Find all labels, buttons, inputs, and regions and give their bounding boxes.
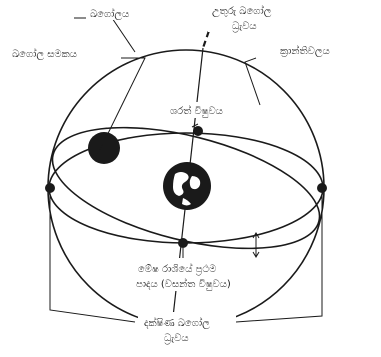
- label-celestial-sphere: ඛගෝලය: [90, 7, 129, 20]
- label-ecliptic: ක්‍රාන්තිවලය: [280, 44, 330, 57]
- label-vernal-point-line1: මේෂ රාශියේ ප්‍රථම: [138, 262, 216, 275]
- west-pole-dot: [45, 183, 55, 193]
- label-celestial-equator: ඛගෝල සමකය: [12, 47, 77, 60]
- label-autumn-equinox: ශරත් විෂුවය: [170, 104, 223, 117]
- vernal-equinox-dot: [178, 238, 188, 248]
- label-south-pole-line2: ධ්‍රැවය: [164, 333, 189, 344]
- earth-icon: [163, 162, 211, 210]
- sun-icon: [88, 132, 120, 164]
- label-north-pole-line2: ධ්‍රැවය: [232, 21, 257, 32]
- label-north-pole-line1: උතුරු ඛගෝල: [212, 4, 272, 17]
- east-pole-dot: [317, 183, 327, 193]
- label-vernal-point-line2: පාදය (වසන්ත විෂුවය): [136, 277, 231, 290]
- label-south-pole-line1: දක්ෂිණ ඛගෝල: [144, 316, 210, 329]
- autumn-equinox-dot: [193, 126, 203, 136]
- leader-celestial-equator: [95, 58, 145, 160]
